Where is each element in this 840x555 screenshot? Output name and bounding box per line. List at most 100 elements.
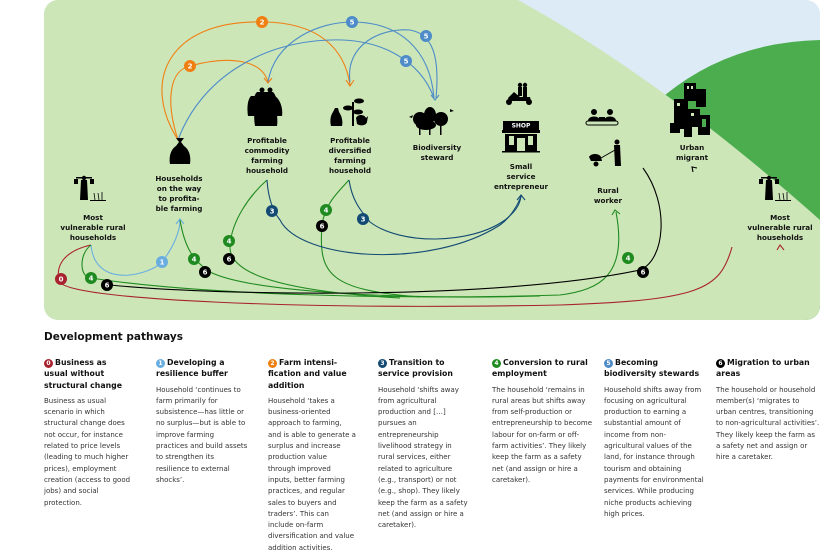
badge-6-b: 6 bbox=[223, 253, 235, 265]
node-urban-migrant: Urban migrant bbox=[676, 143, 709, 162]
node-label-line: to profita- bbox=[158, 194, 199, 203]
node-label-line: entrepreneur bbox=[494, 182, 549, 191]
pathway-text: The household or household member(s) ‘mi… bbox=[716, 385, 820, 462]
node-label-line: farming bbox=[334, 156, 366, 165]
svg-text:3: 3 bbox=[270, 208, 275, 216]
path-4-from-on-the-way bbox=[179, 219, 541, 298]
svg-text:1: 1 bbox=[160, 259, 165, 267]
badge-4-a: 4 bbox=[320, 204, 332, 216]
arrowhead-on-the-way bbox=[175, 218, 185, 225]
svg-text:5: 5 bbox=[404, 58, 409, 66]
node-label-line: Biodiversity bbox=[413, 143, 462, 152]
pathway-title: Transition to service provision bbox=[378, 358, 453, 379]
path-6-curve bbox=[109, 167, 662, 294]
node-entrepreneur: Small service entrepreneur bbox=[494, 162, 549, 191]
badge-4-icon: 4 bbox=[492, 359, 501, 368]
node-biodiversity: Biodiversity steward bbox=[413, 143, 462, 162]
arrowhead-entrepreneur bbox=[516, 194, 526, 201]
legend-title: Development pathways bbox=[44, 331, 183, 343]
pathway-text: Household shifts away from focusing on a… bbox=[604, 385, 704, 518]
pathway-title: Business as usual without structural cha… bbox=[44, 358, 123, 390]
node-label-line: Rural bbox=[597, 186, 619, 195]
badge-4-b: 4 bbox=[223, 235, 235, 247]
node-label-line: household bbox=[246, 166, 288, 175]
node-label-line: households bbox=[757, 233, 803, 242]
svg-text:2: 2 bbox=[260, 19, 265, 27]
farmer-carrying-baskets-icon-right bbox=[759, 175, 791, 201]
svg-text:5: 5 bbox=[424, 33, 429, 41]
badge-3-a: 3 bbox=[266, 205, 278, 217]
badge-2-icon: 2 bbox=[268, 359, 277, 368]
pathway-text: Business as usual scenario in which stru… bbox=[44, 396, 131, 507]
arrowhead-commodity bbox=[263, 77, 273, 84]
node-diversified: Profitable diversified farming household bbox=[329, 136, 372, 175]
node-most-vulnerable-right: Most vulnerable rural households bbox=[747, 213, 812, 242]
path-4-from-diversified bbox=[320, 179, 421, 298]
node-label-line: Profitable bbox=[247, 136, 287, 145]
node-label-line: vulnerable rural bbox=[60, 223, 125, 232]
shop-sign-text: SHOP bbox=[512, 123, 531, 130]
badge-5-icon: 5 bbox=[604, 359, 613, 368]
arrowhead-urban-migrant bbox=[691, 166, 698, 173]
pathway-title: Conversion to rural employment bbox=[492, 358, 588, 379]
arrowhead-rural-worker bbox=[611, 209, 621, 216]
pathway-text: Household ‘takes a business-oriented app… bbox=[268, 396, 356, 552]
grain-sack-icon bbox=[169, 138, 191, 164]
node-label-line: vulnerable rural bbox=[747, 223, 812, 232]
svg-text:6: 6 bbox=[203, 269, 208, 277]
pathway-title: Migration to urban areas bbox=[716, 358, 810, 379]
badge-0-icon: 0 bbox=[44, 359, 53, 368]
badge-4-d: 4 bbox=[85, 272, 97, 284]
badge-6-d: 6 bbox=[101, 279, 113, 291]
badge-4-c: 4 bbox=[188, 253, 200, 265]
shop-icon: SHOP bbox=[502, 121, 540, 153]
svg-text:0: 0 bbox=[59, 276, 64, 284]
badge-3-icon: 3 bbox=[378, 359, 387, 368]
node-label-line: Most bbox=[770, 213, 790, 222]
badge-5-b: 5 bbox=[420, 30, 432, 42]
svg-text:6: 6 bbox=[320, 223, 325, 231]
node-label-line: commodity bbox=[245, 146, 290, 155]
badge-5-a: 5 bbox=[346, 16, 358, 28]
badge-2-mid: 2 bbox=[184, 60, 196, 72]
pathway-title: Becoming biodiversity stewards bbox=[604, 358, 700, 379]
path-3-from-diversified bbox=[348, 179, 522, 240]
path-2-curve-outer bbox=[161, 21, 351, 141]
badge-3-b: 3 bbox=[357, 213, 369, 225]
node-commodity: Profitable commodity farming household bbox=[245, 136, 290, 175]
node-label-line: farming bbox=[251, 156, 283, 165]
arrowhead-diversified bbox=[345, 79, 355, 87]
node-label-line: household bbox=[329, 166, 371, 175]
badge-2-top: 2 bbox=[256, 16, 268, 28]
svg-text:4: 4 bbox=[89, 275, 94, 283]
pathway-text: Household ‘shifts away from agricultural… bbox=[378, 385, 468, 530]
node-most-vulnerable-left: Most vulnerable rural households bbox=[60, 213, 125, 242]
svg-text:3: 3 bbox=[361, 216, 366, 224]
node-label-line: ble farming bbox=[156, 204, 203, 213]
svg-text:4: 4 bbox=[227, 238, 232, 246]
worker-wheelbarrow-icon bbox=[589, 139, 621, 167]
node-label-line: on the way bbox=[157, 184, 202, 193]
badge-5-c: 5 bbox=[400, 55, 412, 67]
node-label-line: Profitable bbox=[330, 136, 370, 145]
pathway-text: The household ‘remains in rural areas bu… bbox=[492, 385, 593, 484]
arrowhead-biodiversity bbox=[430, 94, 440, 101]
pathways-diagram: SHOP Most vulnerable rural households Ho… bbox=[44, 0, 820, 320]
node-label-line: households bbox=[70, 233, 116, 242]
node-label-line: service bbox=[507, 172, 536, 181]
scooter-icon bbox=[506, 82, 532, 105]
node-on-the-way: Households on the way to profita- ble fa… bbox=[155, 174, 202, 213]
svg-text:6: 6 bbox=[641, 269, 646, 277]
pathway-text: Household ‘continues to farm primarily f… bbox=[156, 385, 248, 484]
svg-text:6: 6 bbox=[105, 282, 110, 290]
node-label-line: worker bbox=[594, 196, 623, 205]
svg-text:2: 2 bbox=[188, 63, 193, 71]
